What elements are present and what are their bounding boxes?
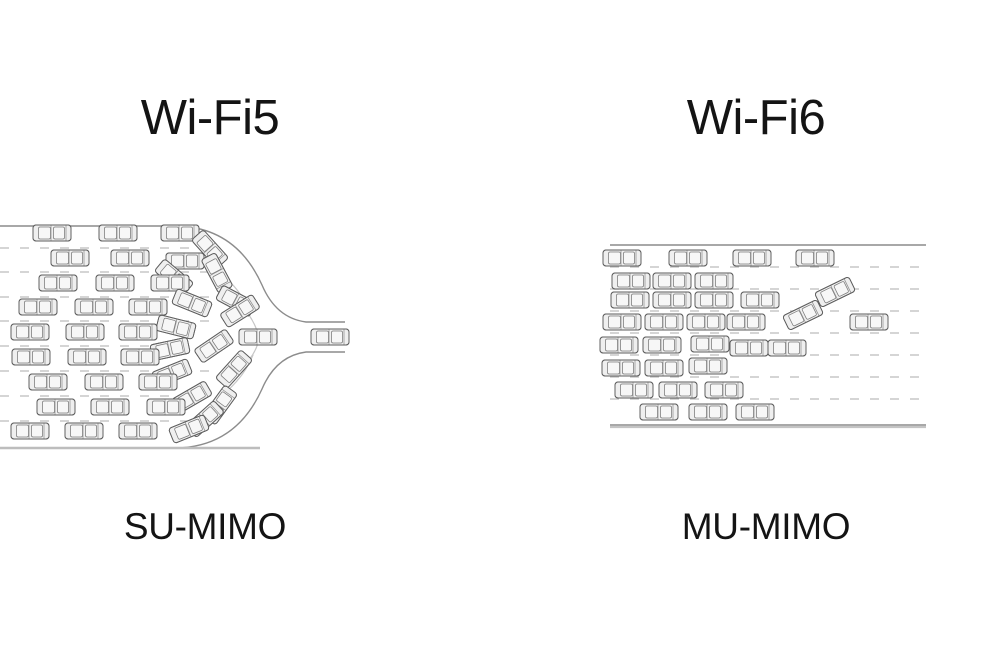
panel-wifi5: Wi-Fi5 bbox=[0, 91, 498, 547]
panel-caption-su-mimo: SU-MIMO bbox=[123, 506, 287, 547]
panel-title-wifi5: Wi-Fi5 bbox=[140, 91, 280, 145]
panel-title-wifi6: Wi-Fi6 bbox=[686, 91, 826, 145]
diagram-multi-lane-open bbox=[498, 215, 996, 465]
road-outline-straight bbox=[610, 244, 926, 429]
panel-caption-mu-mimo: MU-MIMO bbox=[681, 506, 851, 547]
diagram-single-lane-funnel bbox=[0, 215, 498, 465]
panel-wifi6: Wi-Fi6 bbox=[498, 0, 996, 664]
car-cluster-right bbox=[599, 249, 889, 421]
lane-markings-right bbox=[610, 266, 926, 400]
car-cluster-left bbox=[10, 224, 350, 444]
